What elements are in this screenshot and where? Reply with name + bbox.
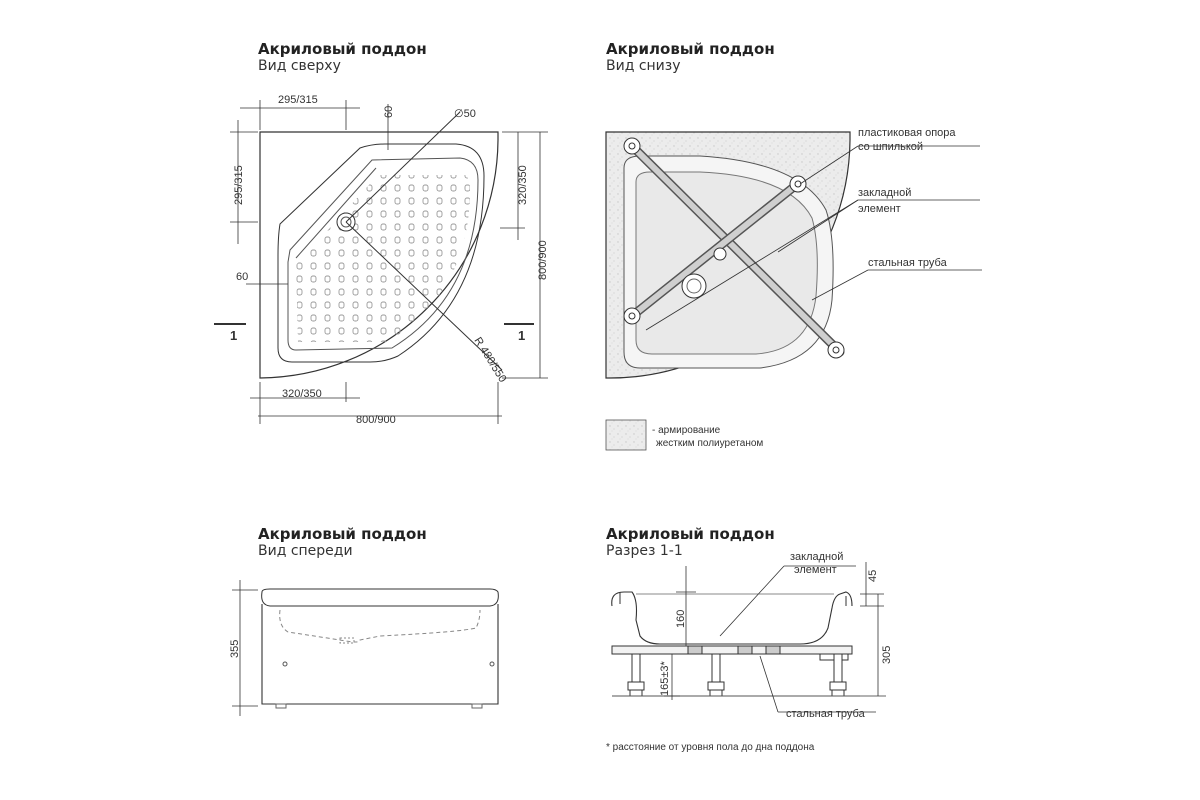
dim-800-side: 800/900	[537, 240, 549, 280]
legend-line-1: - армирование	[652, 425, 721, 436]
label-pipe: стальная труба	[868, 257, 948, 269]
section-mark-left: 1	[230, 328, 237, 343]
bottom-view-leaders	[645, 145, 982, 331]
dim-radius: R 480/550	[471, 335, 508, 384]
tray-basin	[277, 143, 485, 363]
top-right-title: Акриловый поддон	[606, 40, 775, 58]
label-embedded: закладной	[858, 187, 911, 199]
dim-295-top: 295/315	[278, 94, 318, 106]
section-view	[611, 591, 860, 697]
bottom-right-subtitle: Разрез 1-1	[606, 543, 683, 559]
section-label-embedded-2: элемент	[794, 564, 837, 576]
footnote: * расстояние от уровня пола до дна поддо…	[606, 742, 815, 753]
label-support-2: со шпилькой	[858, 141, 923, 153]
dim-165: 165±3*	[659, 660, 671, 696]
front-dimensions	[232, 580, 258, 716]
section-label-embedded: закладной	[790, 551, 843, 563]
bottom-view	[605, 131, 851, 379]
dim-60-top: 60	[383, 106, 395, 118]
top-view-dimensions	[214, 100, 548, 424]
top-left-title: Акриловый поддон	[258, 40, 427, 58]
dim-60-left: 60	[236, 271, 248, 283]
dim-320-bottom: 320/350	[282, 388, 322, 400]
dim-305: 305	[881, 646, 893, 664]
label-support: пластиковая опора	[858, 127, 956, 139]
legend-swatch	[605, 419, 647, 451]
top-left-subtitle: Вид сверху	[258, 58, 341, 74]
top-view	[259, 111, 503, 379]
label-embedded-2: элемент	[858, 203, 901, 215]
dim-45: 45	[867, 570, 879, 582]
legend-line-2: жестким полиуретаном	[656, 438, 763, 449]
bottom-right-title: Акриловый поддон	[606, 525, 775, 543]
dim-355: 355	[229, 640, 241, 658]
dim-800-bottom: 800/900	[356, 414, 396, 426]
section-dimensions	[664, 562, 886, 713]
dim-320-side: 320/350	[517, 165, 529, 205]
top-right-subtitle: Вид снизу	[606, 58, 681, 74]
bottom-left-title: Акриловый поддон	[258, 525, 427, 543]
section-label-pipe: стальная труба	[786, 708, 866, 720]
bottom-left-subtitle: Вид спереди	[258, 543, 353, 559]
front-view	[261, 588, 499, 709]
dim-295-side: 295/315	[233, 165, 245, 205]
section-mark-right: 1	[518, 328, 525, 343]
dim-160: 160	[675, 610, 687, 628]
dim-50: ∅50	[454, 108, 476, 120]
